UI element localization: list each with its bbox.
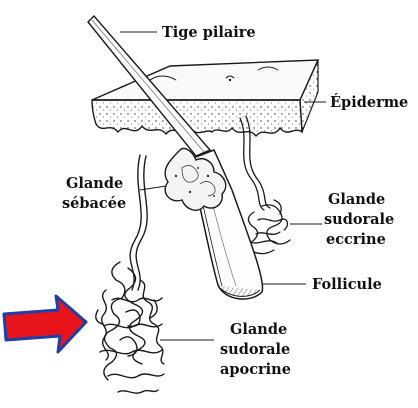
label-hair-shaft: Tige pilaire [162, 24, 256, 41]
label-epidermis: Épiderme [330, 93, 408, 111]
label-sebaceous-line1: Glande [66, 175, 123, 192]
epidermis-block [92, 60, 318, 136]
label-apocrine-line3: apocrine [220, 361, 291, 378]
red-arrow-icon [4, 296, 86, 352]
label-eccrine-line3: eccrine [326, 231, 386, 248]
label-apocrine-line2: sudorale [220, 341, 290, 358]
label-sebaceous-line2: sébacée [62, 195, 126, 212]
label-apocrine-line1: Glande [230, 321, 287, 338]
label-follicle: Follicule [312, 276, 382, 293]
label-eccrine-line1: Glande [328, 191, 385, 208]
label-eccrine-line2: sudorale [324, 211, 394, 228]
